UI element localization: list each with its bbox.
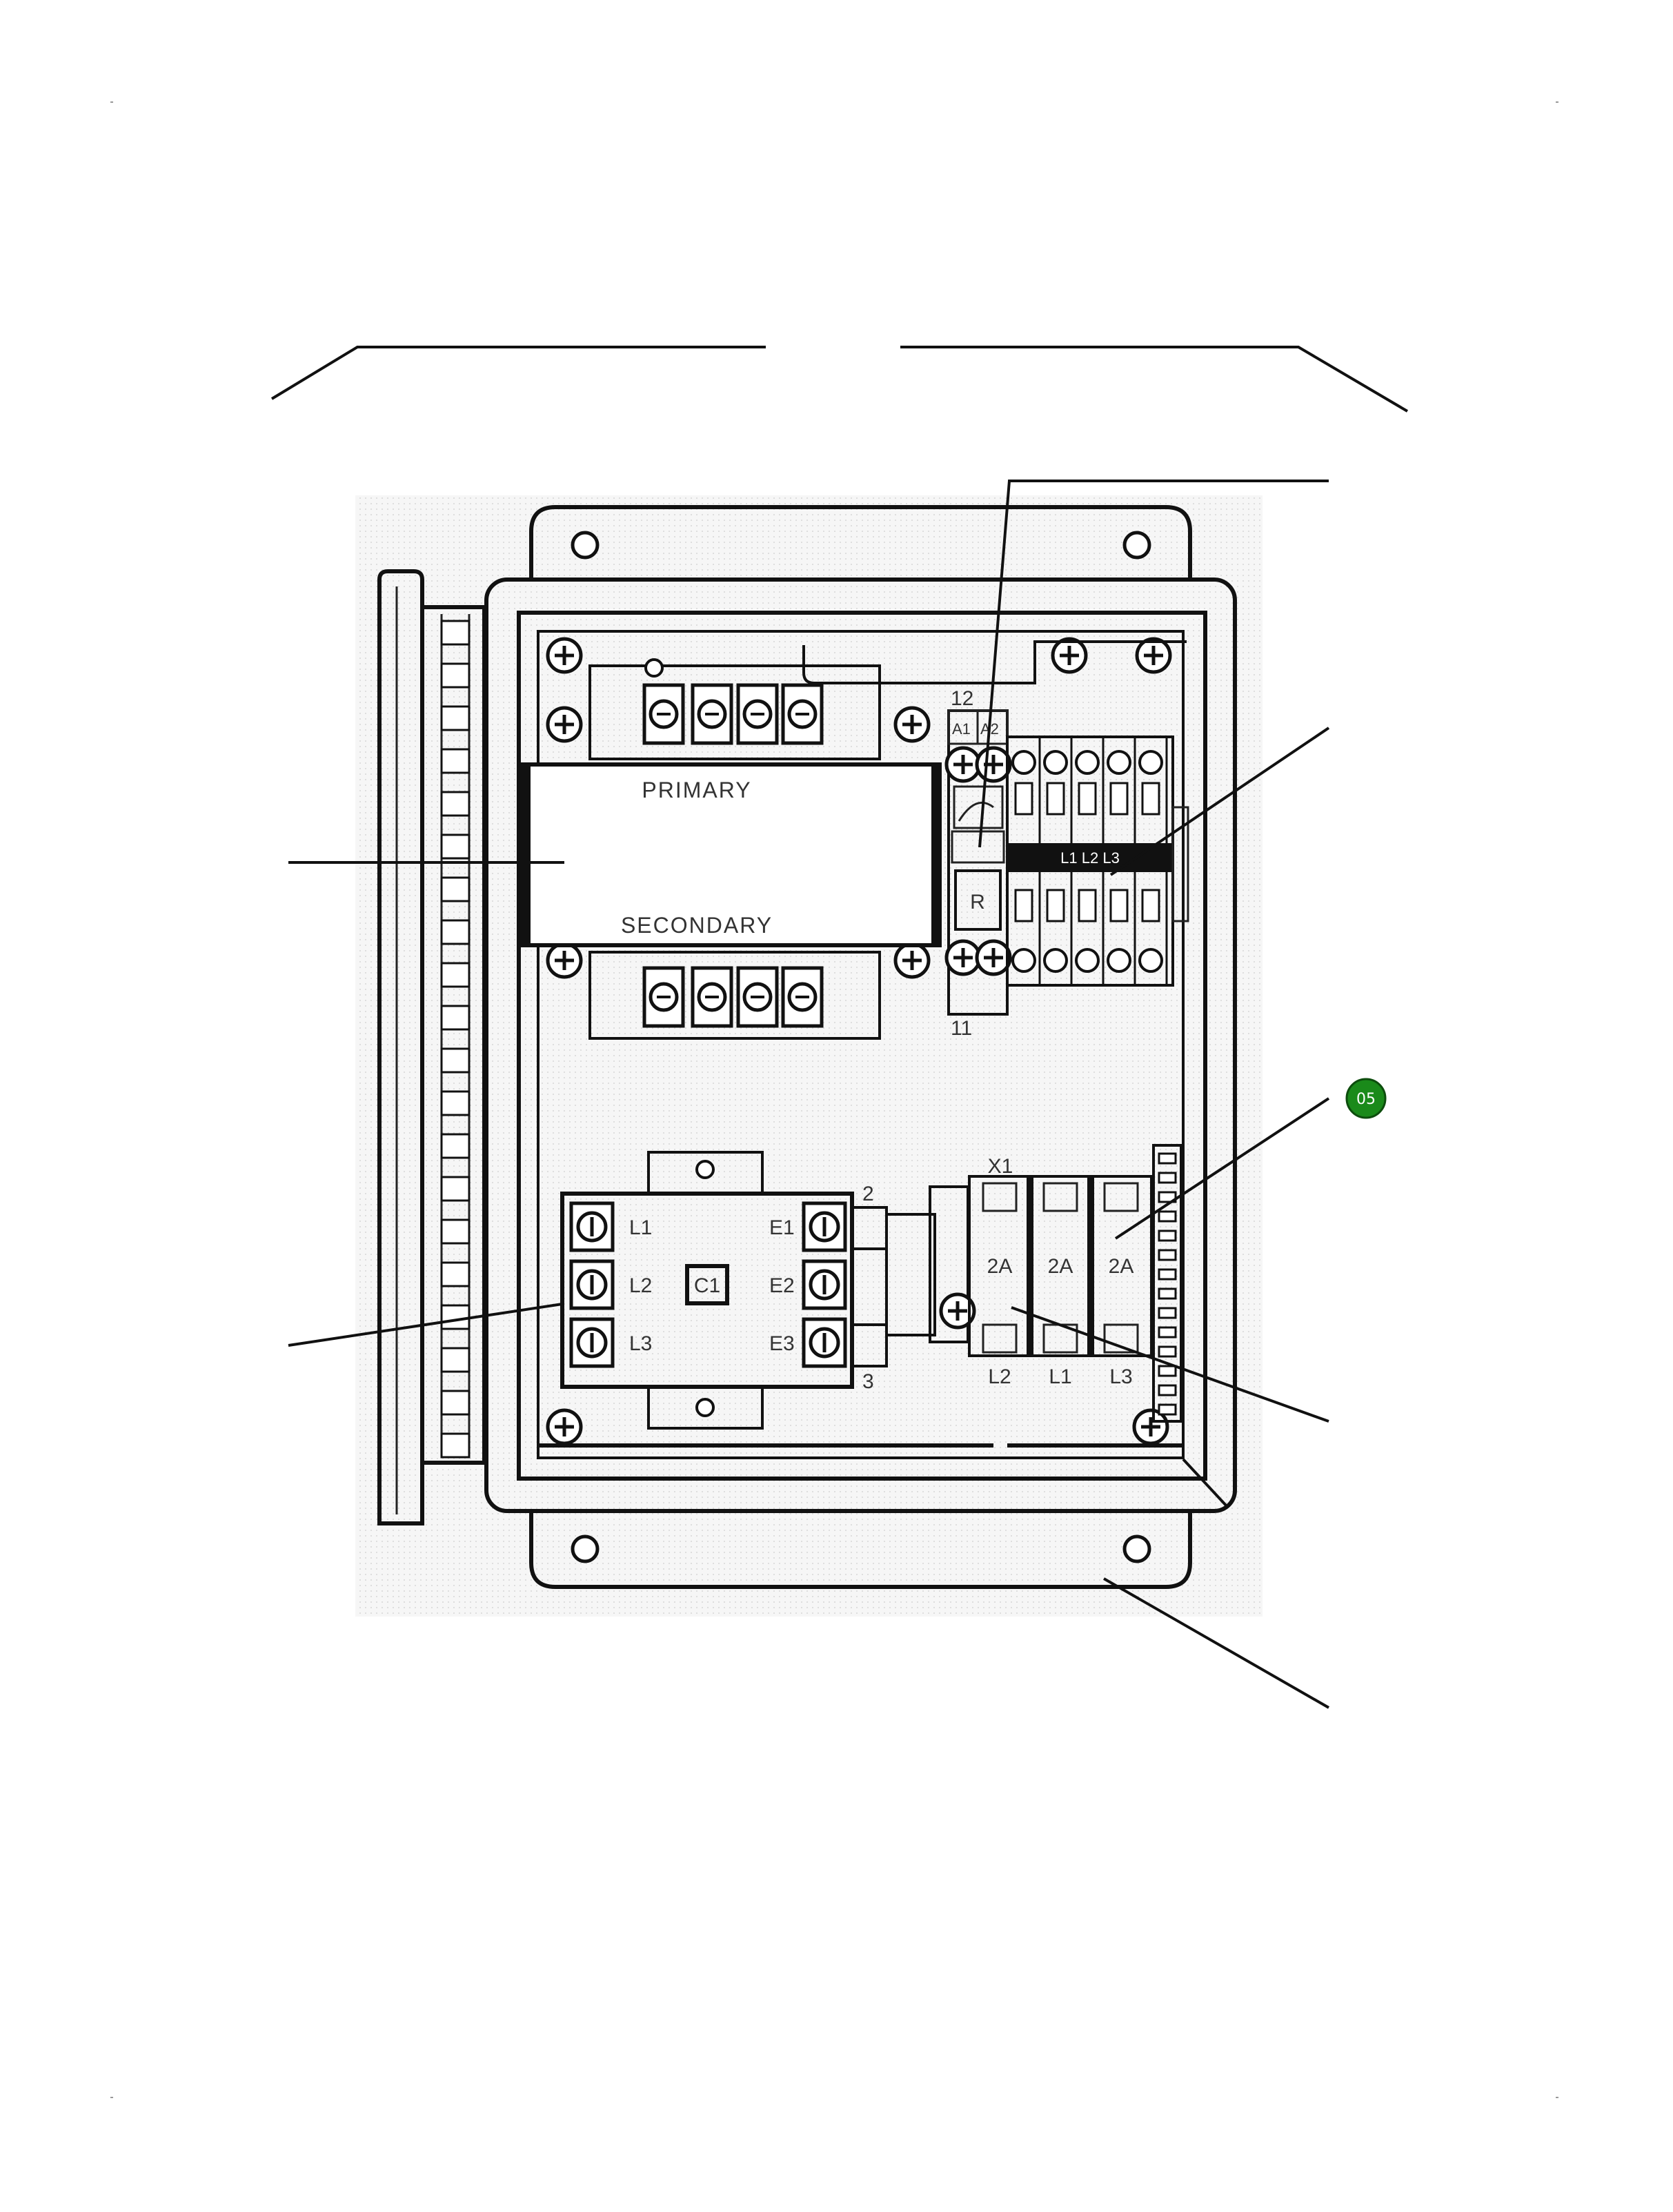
fuse-rating-2: 2A bbox=[1048, 1255, 1073, 1278]
fuse-rating-1: 2A bbox=[987, 1255, 1013, 1278]
drawing-background bbox=[355, 495, 1263, 1617]
door-hinge-notch bbox=[440, 1176, 471, 1202]
fuse-rating-3: 2A bbox=[1109, 1255, 1134, 1278]
leader-lines bbox=[288, 480, 1330, 1709]
contactor-e2-label: E2 bbox=[769, 1274, 795, 1297]
terminal-screw bbox=[1075, 750, 1100, 775]
rail-slot bbox=[1158, 1152, 1177, 1165]
terminal-block-strip: L1 L2 L3 bbox=[1006, 735, 1189, 987]
door-hinge-notch bbox=[440, 1304, 471, 1330]
transformer-secondary-label: SECONDARY bbox=[621, 913, 773, 938]
door-hinge-notch bbox=[440, 1005, 471, 1031]
door-hinge-notch bbox=[440, 662, 471, 689]
door-hinge-notch bbox=[440, 1390, 471, 1416]
terminal-screw bbox=[1043, 948, 1068, 973]
rail-slot bbox=[1158, 1210, 1177, 1223]
enclosure-inner-wall bbox=[517, 611, 1207, 1481]
door-hinge-notch bbox=[440, 1432, 471, 1459]
terminal-screw bbox=[1011, 948, 1036, 973]
door-hinge-notch bbox=[440, 962, 471, 988]
contactor-e1-label: E1 bbox=[769, 1216, 795, 1239]
relay-top-label: 12 bbox=[951, 687, 973, 710]
leader-fuse-05 bbox=[1114, 1097, 1330, 1240]
rail-slot bbox=[1158, 1403, 1177, 1416]
contactor-l1-label: L1 bbox=[629, 1216, 652, 1239]
rail-slot bbox=[1158, 1230, 1177, 1242]
rail-slot bbox=[1158, 1365, 1177, 1377]
contactor-aux-2-label: 2 bbox=[862, 1183, 874, 1205]
rail-slot bbox=[1158, 1268, 1177, 1281]
contactor-aux-3-label: 3 bbox=[862, 1370, 874, 1393]
enclosure-body bbox=[484, 577, 1237, 1513]
fuse-bottom-l1-label: L1 bbox=[1049, 1365, 1071, 1388]
terminal-screw bbox=[1011, 750, 1036, 775]
corner-marks bbox=[110, 101, 1558, 2098]
rail-slot bbox=[1158, 1249, 1177, 1261]
leader-fuse-holder bbox=[1011, 1306, 1329, 1423]
terminal-screw bbox=[1043, 750, 1068, 775]
door-hinge-notch bbox=[440, 620, 471, 646]
contactor-e3-label: E3 bbox=[769, 1332, 795, 1355]
leader-terminal-block bbox=[1109, 727, 1330, 876]
terminal-screw bbox=[1075, 948, 1100, 973]
rail-slot bbox=[1158, 1345, 1177, 1358]
fuse-holder-assembly: X1 2A 2A 2A L2 L1 L3 bbox=[885, 1144, 1182, 1423]
rail-slot bbox=[1158, 1172, 1177, 1184]
rail-slot bbox=[1158, 1287, 1177, 1300]
door-hinge-notch bbox=[440, 791, 471, 817]
top-mounting-flange bbox=[529, 505, 1192, 580]
contactor-c1: L1 L2 L3 E1 E2 E3 C1 2 3 bbox=[560, 1151, 888, 1430]
enclosure-door bbox=[377, 569, 486, 1525]
transformer: PRIMARY SECONDARY bbox=[520, 658, 942, 1040]
door-hinge-notch bbox=[440, 1218, 471, 1245]
fuse-x1-label: X1 bbox=[988, 1155, 1013, 1178]
terminal-screw bbox=[1138, 948, 1163, 973]
terminal-screw bbox=[1107, 750, 1131, 775]
rail-slot bbox=[1158, 1384, 1177, 1396]
relay-bottom-label: 11 bbox=[951, 1017, 972, 1040]
door-hinge-notch bbox=[440, 1090, 471, 1116]
rail-slot bbox=[1158, 1191, 1177, 1203]
rail-slot bbox=[1158, 1326, 1177, 1339]
top-bracket-left bbox=[270, 346, 766, 400]
top-bracket-right bbox=[900, 346, 1409, 413]
door-hinge-notch bbox=[440, 1133, 471, 1159]
door-hinge-notch bbox=[440, 1261, 471, 1287]
terminal-block-label: L1 L2 L3 bbox=[1060, 849, 1120, 867]
relay-a1-label: A1 bbox=[952, 720, 971, 738]
transformer-core bbox=[520, 762, 942, 947]
door-hinge-notch bbox=[440, 833, 471, 860]
fuse-bottom-l3-label: L3 bbox=[1109, 1365, 1132, 1388]
leader-relay bbox=[978, 480, 1329, 848]
terminal-screw bbox=[1138, 750, 1163, 775]
door-hinge-notch bbox=[440, 1047, 471, 1074]
transformer-primary-label: PRIMARY bbox=[642, 778, 751, 802]
contactor-l3-label: L3 bbox=[629, 1332, 652, 1355]
door-hinge-notch bbox=[440, 748, 471, 774]
back-panel bbox=[537, 630, 1185, 1459]
callout-badge-text: 05 bbox=[1356, 1091, 1376, 1108]
contactor-c1-label: C1 bbox=[694, 1274, 720, 1297]
leader-contactor bbox=[288, 1303, 563, 1347]
rail-slot bbox=[1158, 1307, 1177, 1319]
relay-r-label: R bbox=[970, 891, 985, 914]
contactor-l2-label: L2 bbox=[629, 1274, 652, 1297]
bottom-mounting-flange bbox=[529, 1511, 1192, 1589]
door-hinge-notch bbox=[440, 1347, 471, 1373]
fuse-bottom-l2-label: L2 bbox=[988, 1365, 1011, 1388]
door-hinge-notch bbox=[440, 876, 471, 902]
door-hinge-notch bbox=[440, 919, 471, 945]
leader-enclosure bbox=[1103, 1577, 1329, 1709]
terminal-screw bbox=[1107, 948, 1131, 973]
callout-badge: 05 bbox=[1345, 1078, 1387, 1119]
relay-module: 12 A1 A2 R 11 bbox=[947, 687, 1010, 1040]
door-hinge-notch bbox=[440, 705, 471, 731]
